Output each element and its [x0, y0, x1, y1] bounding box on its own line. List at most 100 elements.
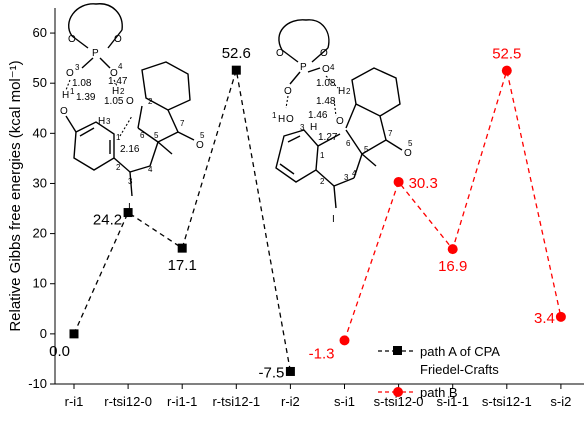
left-atom-o-ring-a: O: [68, 34, 76, 45]
left-atom-p: P: [92, 48, 99, 59]
left-atom-o-phenol: O: [60, 106, 68, 117]
right-atom-o-hydroxyl: O: [286, 114, 294, 125]
left-atom-o-ring-b: O: [114, 34, 122, 45]
right-atom-num-2b: 2: [320, 177, 325, 186]
data-label-path-a: 52.6: [222, 45, 251, 62]
x-tick-label: r-i2: [281, 394, 300, 409]
y-tick-label: 20: [33, 226, 47, 241]
data-point-path-a: [285, 366, 295, 376]
legend-label-path-a-line1: path A of CPA: [420, 344, 500, 359]
right-atom-h3: H: [310, 122, 317, 133]
data-point-path-b: [393, 176, 404, 187]
left-cpa-ring: [68, 3, 123, 37]
right-atom-num-7: 7: [388, 129, 393, 138]
left-atom-h1: H: [62, 90, 69, 101]
data-label-path-a: 24.2: [93, 212, 122, 229]
right-dist-1-08: 1.08: [316, 78, 336, 89]
right-atom-num-3b: 3: [344, 173, 349, 182]
left-dist-1-08: 1.08: [72, 78, 92, 89]
y-axis-label: Relative Gibbs free energies (kcal mol⁻¹…: [7, 60, 24, 331]
legend-label-path-a-line2: Friedel-Crafts: [420, 362, 499, 377]
legend-marker-path-b: [393, 387, 403, 397]
right-atom-o-lower: O: [284, 86, 292, 97]
right-atom-num-5: 5: [364, 145, 369, 154]
left-atom-num-2b: 2: [116, 163, 121, 172]
right-atom-o-ring-a: O: [276, 48, 284, 59]
y-tick-label: 0: [40, 326, 47, 341]
x-tick-label: r-tsi12-0: [104, 394, 152, 409]
right-atom-num-4: 4: [330, 63, 335, 72]
right-dist-1-48: 1.48: [316, 96, 336, 107]
left-atom-num-5b: 5: [200, 131, 205, 140]
left-atom-num-6: 6: [140, 131, 145, 140]
right-atom-ho: H: [278, 114, 285, 125]
left-dist-1-39: 1.39: [76, 92, 96, 103]
x-ticks: r-i1 r-tsi12-0 r-i1-1 r-tsi12-1 r-i2 s-i1 s-ts…: [65, 384, 571, 409]
right-atom-num-6: 6: [346, 139, 351, 148]
y-tick-label: -10: [28, 376, 47, 391]
data-point-path-b: [339, 335, 350, 346]
x-tick-label: s-tsi12-0: [374, 394, 424, 409]
y-ticks: -10 0 10 20 30 40 50 60: [28, 25, 55, 391]
data-label-path-b: 3.4: [534, 310, 555, 327]
right-atom-p: P: [300, 62, 307, 73]
left-atom-iodine: I: [128, 202, 131, 213]
y-tick-label: 30: [33, 175, 47, 190]
left-atom-num-3: 3: [75, 63, 80, 72]
y-tick-label: 60: [33, 25, 47, 40]
left-atom-num-7: 7: [180, 119, 185, 128]
left-atom-num-2: 2: [120, 87, 125, 96]
data-label-path-a: 17.1: [168, 257, 197, 274]
left-dist-1-47: 1.47: [108, 76, 128, 87]
data-label-path-a: -7.5: [259, 364, 285, 381]
y-tick-label: 50: [33, 75, 47, 90]
left-atom-o4: O: [110, 68, 118, 79]
data-point-path-b: [447, 244, 458, 255]
right-atom-iodine: I: [332, 214, 335, 225]
right-atom-o5: O: [404, 148, 412, 159]
data-point-path-a: [69, 329, 79, 339]
right-atom-num-1b: 1: [320, 151, 325, 160]
data-label-path-a: 0.0: [49, 343, 70, 360]
data-point-path-b: [501, 65, 512, 76]
left-atom-num-5: 5: [154, 131, 159, 140]
left-atom-num-2c: 2: [148, 97, 153, 106]
right-molecule-structure: O P O O O 4 1.08 H 2 1.48 1 H O 3 H 1.46…: [272, 19, 413, 225]
data-label-path-b: 30.3: [409, 175, 438, 192]
data-point-path-a: [123, 208, 133, 218]
y-tick-label: 40: [33, 125, 47, 140]
left-molecule-structure: O P O O 3 O 4 1.08 1.47 H 1 1.39 H 2 1.0…: [60, 3, 205, 213]
series-line-path-b: [343, 68, 562, 341]
data-point-path-a: [231, 65, 241, 75]
right-atom-h2: H: [338, 86, 345, 97]
left-atom-o3: O: [66, 68, 74, 79]
x-tick-label: s-i1: [334, 394, 355, 409]
right-dist-1-46: 1.46: [308, 110, 328, 121]
data-label-path-b: -1.3: [309, 345, 335, 362]
left-atom-num-1: 1: [70, 87, 75, 96]
right-atom-o4: O: [322, 64, 330, 75]
y-tick-label: 10: [33, 276, 47, 291]
data-label-path-b: 16.9: [438, 258, 467, 275]
right-dist-1-27: 1.27: [318, 132, 338, 143]
left-atom-h3: H: [98, 116, 105, 127]
data-label-path-b: 52.5: [492, 46, 521, 63]
right-atom-o-bridge: O: [336, 116, 344, 127]
right-atom-num-3: 3: [300, 123, 305, 132]
left-atom-h2: H: [112, 86, 119, 97]
right-atom-num-5b: 5: [408, 139, 413, 148]
right-atom-num-4b: 4: [352, 169, 357, 178]
x-tick-label: r-i1-1: [167, 394, 197, 409]
right-atom-num-2: 2: [346, 87, 351, 96]
left-dist-1-05: 1.05: [104, 96, 124, 107]
x-tick-label: s-tsi12-1: [482, 394, 532, 409]
right-atom-num-1: 1: [272, 111, 277, 120]
x-tick-label: s-i1-1: [436, 394, 469, 409]
left-atom-num-4b: 4: [148, 165, 153, 174]
x-tick-label: r-i1: [65, 394, 84, 409]
x-tick-label: r-tsi12-1: [212, 394, 260, 409]
left-atom-o-carbonyl6: O: [126, 96, 134, 107]
legend-label-path-b: path B: [420, 385, 458, 400]
data-point-path-b: [555, 311, 566, 322]
